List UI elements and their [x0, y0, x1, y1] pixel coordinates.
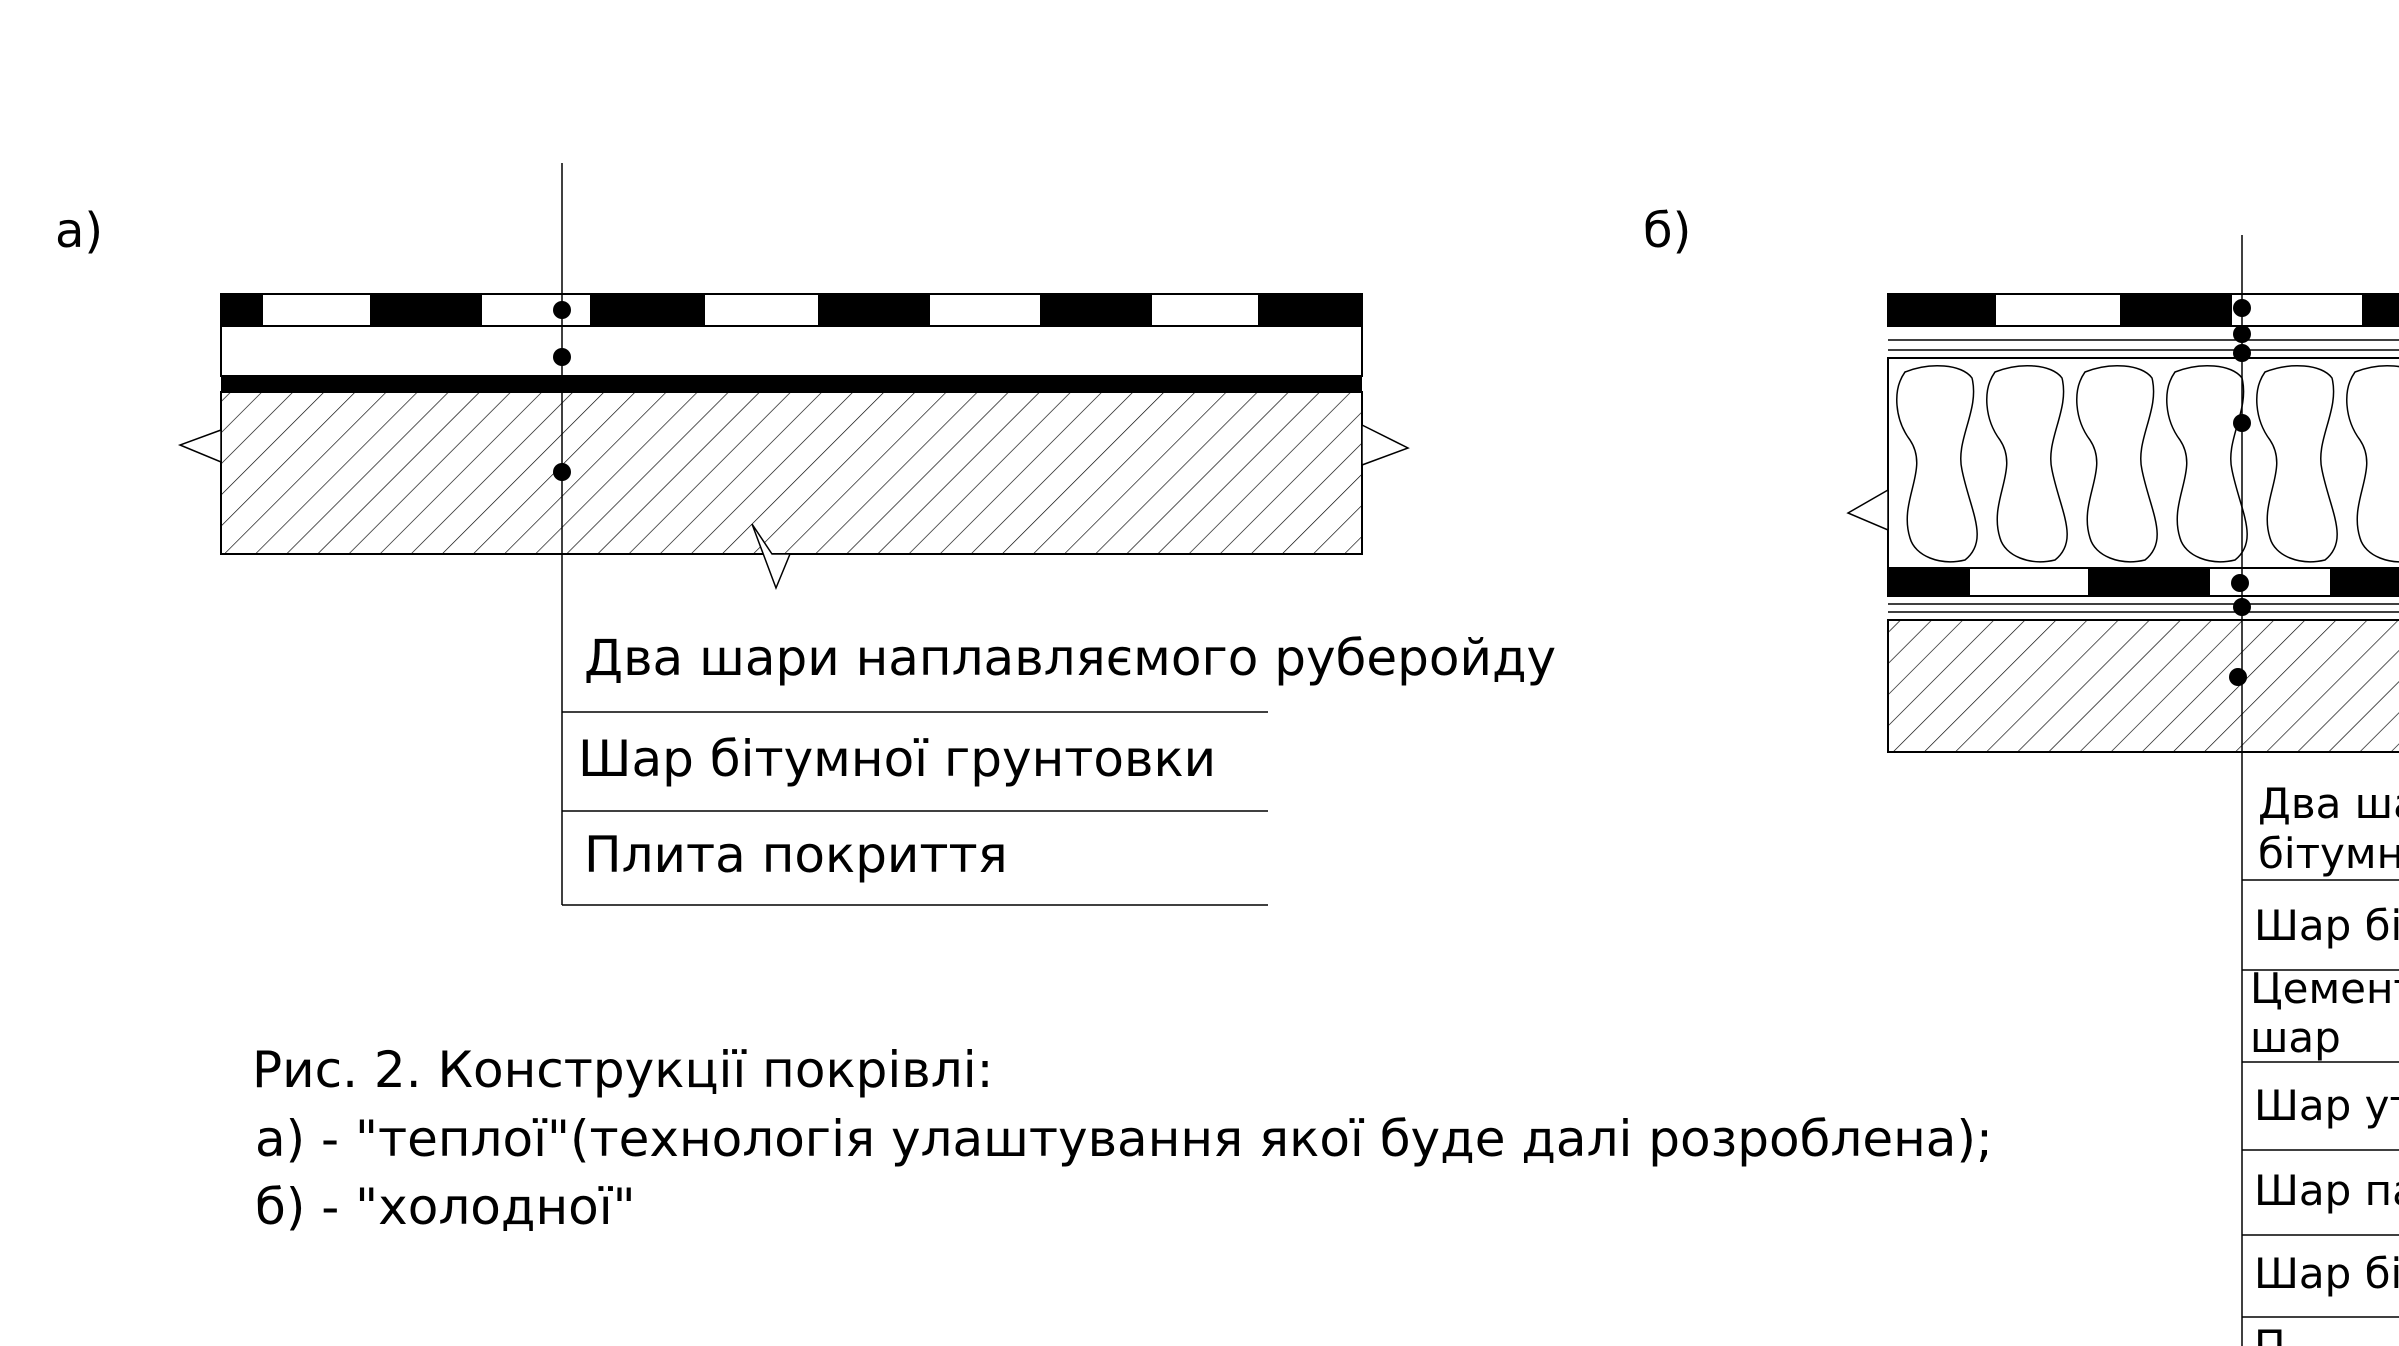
caption-line-2: а) - "теплої"(технологія улаштування яко…: [255, 1110, 1993, 1168]
diagram-b-callout-table: Два ша бітумно Шар бі Цемент шар Шар ут …: [2242, 779, 2399, 1346]
diagram-a: а): [55, 163, 1556, 906]
diagram-b-callout-screed-line1: Цемент: [2250, 964, 2399, 1013]
diagram-b-callout-roofing-line1: Два ша: [2258, 779, 2399, 828]
diagram-a-roofing-layers: [220, 293, 1363, 377]
diagram-b: б): [1643, 203, 2399, 1346]
diagram-b-callout-roofing-line2: бітумно: [2258, 829, 2399, 878]
figure-caption: Рис. 2. Конструкції покрівлі: а) - "тепл…: [252, 1041, 1993, 1236]
diagram-a-primer-layer: [221, 376, 1362, 392]
diagram-b-slab: [1887, 619, 2399, 753]
diagram-b-callout-vapor-barrier: Шар па: [2254, 1166, 2399, 1215]
caption-line-1: Рис. 2. Конструкції покрівлі:: [252, 1041, 993, 1099]
diagram-b-leader-dot: [2233, 325, 2251, 343]
diagram-a-label: а): [55, 203, 103, 259]
diagram-b-label: б): [1643, 203, 1691, 259]
diagram-b-callout-screed-line2: шар: [2250, 1013, 2341, 1062]
diagram-b-callout-insulation: Шар ут: [2254, 1081, 2399, 1130]
diagram-a-leader-dot: [553, 463, 571, 481]
diagram-b-leader-dot: [2233, 414, 2251, 432]
diagram-b-callout-primer: Шар бі: [2254, 901, 2399, 950]
diagram-a-leader-dot: [553, 348, 571, 366]
diagram-b-leader-dot: [2233, 344, 2251, 362]
diagram-b-callout-bitumen: Шар бі: [2254, 1249, 2399, 1298]
diagram-b-leader-dot: [2233, 598, 2251, 616]
diagram-b-callout-slab: П: [2254, 1321, 2286, 1346]
diagram-a-callout-slab: Плита покриття: [584, 826, 1008, 884]
diagram-b-leader-dot: [2233, 299, 2251, 317]
diagram-b-leader-dot: [2229, 668, 2247, 686]
diagram-b-lower-layers: [1887, 567, 2399, 613]
caption-line-3: б) - "холодної": [255, 1178, 636, 1236]
diagram-b-roofing-layers: [1887, 293, 2399, 351]
diagram-a-callout-roofing: Два шари наплавляємого руберойду: [584, 629, 1556, 687]
diagram-b-insulation-layer: [1846, 357, 2399, 569]
diagram-a-callout-primer: Шар бітумної грунтовки: [578, 730, 1216, 788]
diagram-b-leader-dot: [2231, 574, 2249, 592]
diagram-a-slab: [177, 391, 1410, 591]
diagram-a-leader-dot: [553, 301, 571, 319]
diagram-a-callout-table: Два шари наплавляємого руберойду Шар біт…: [562, 629, 1556, 906]
